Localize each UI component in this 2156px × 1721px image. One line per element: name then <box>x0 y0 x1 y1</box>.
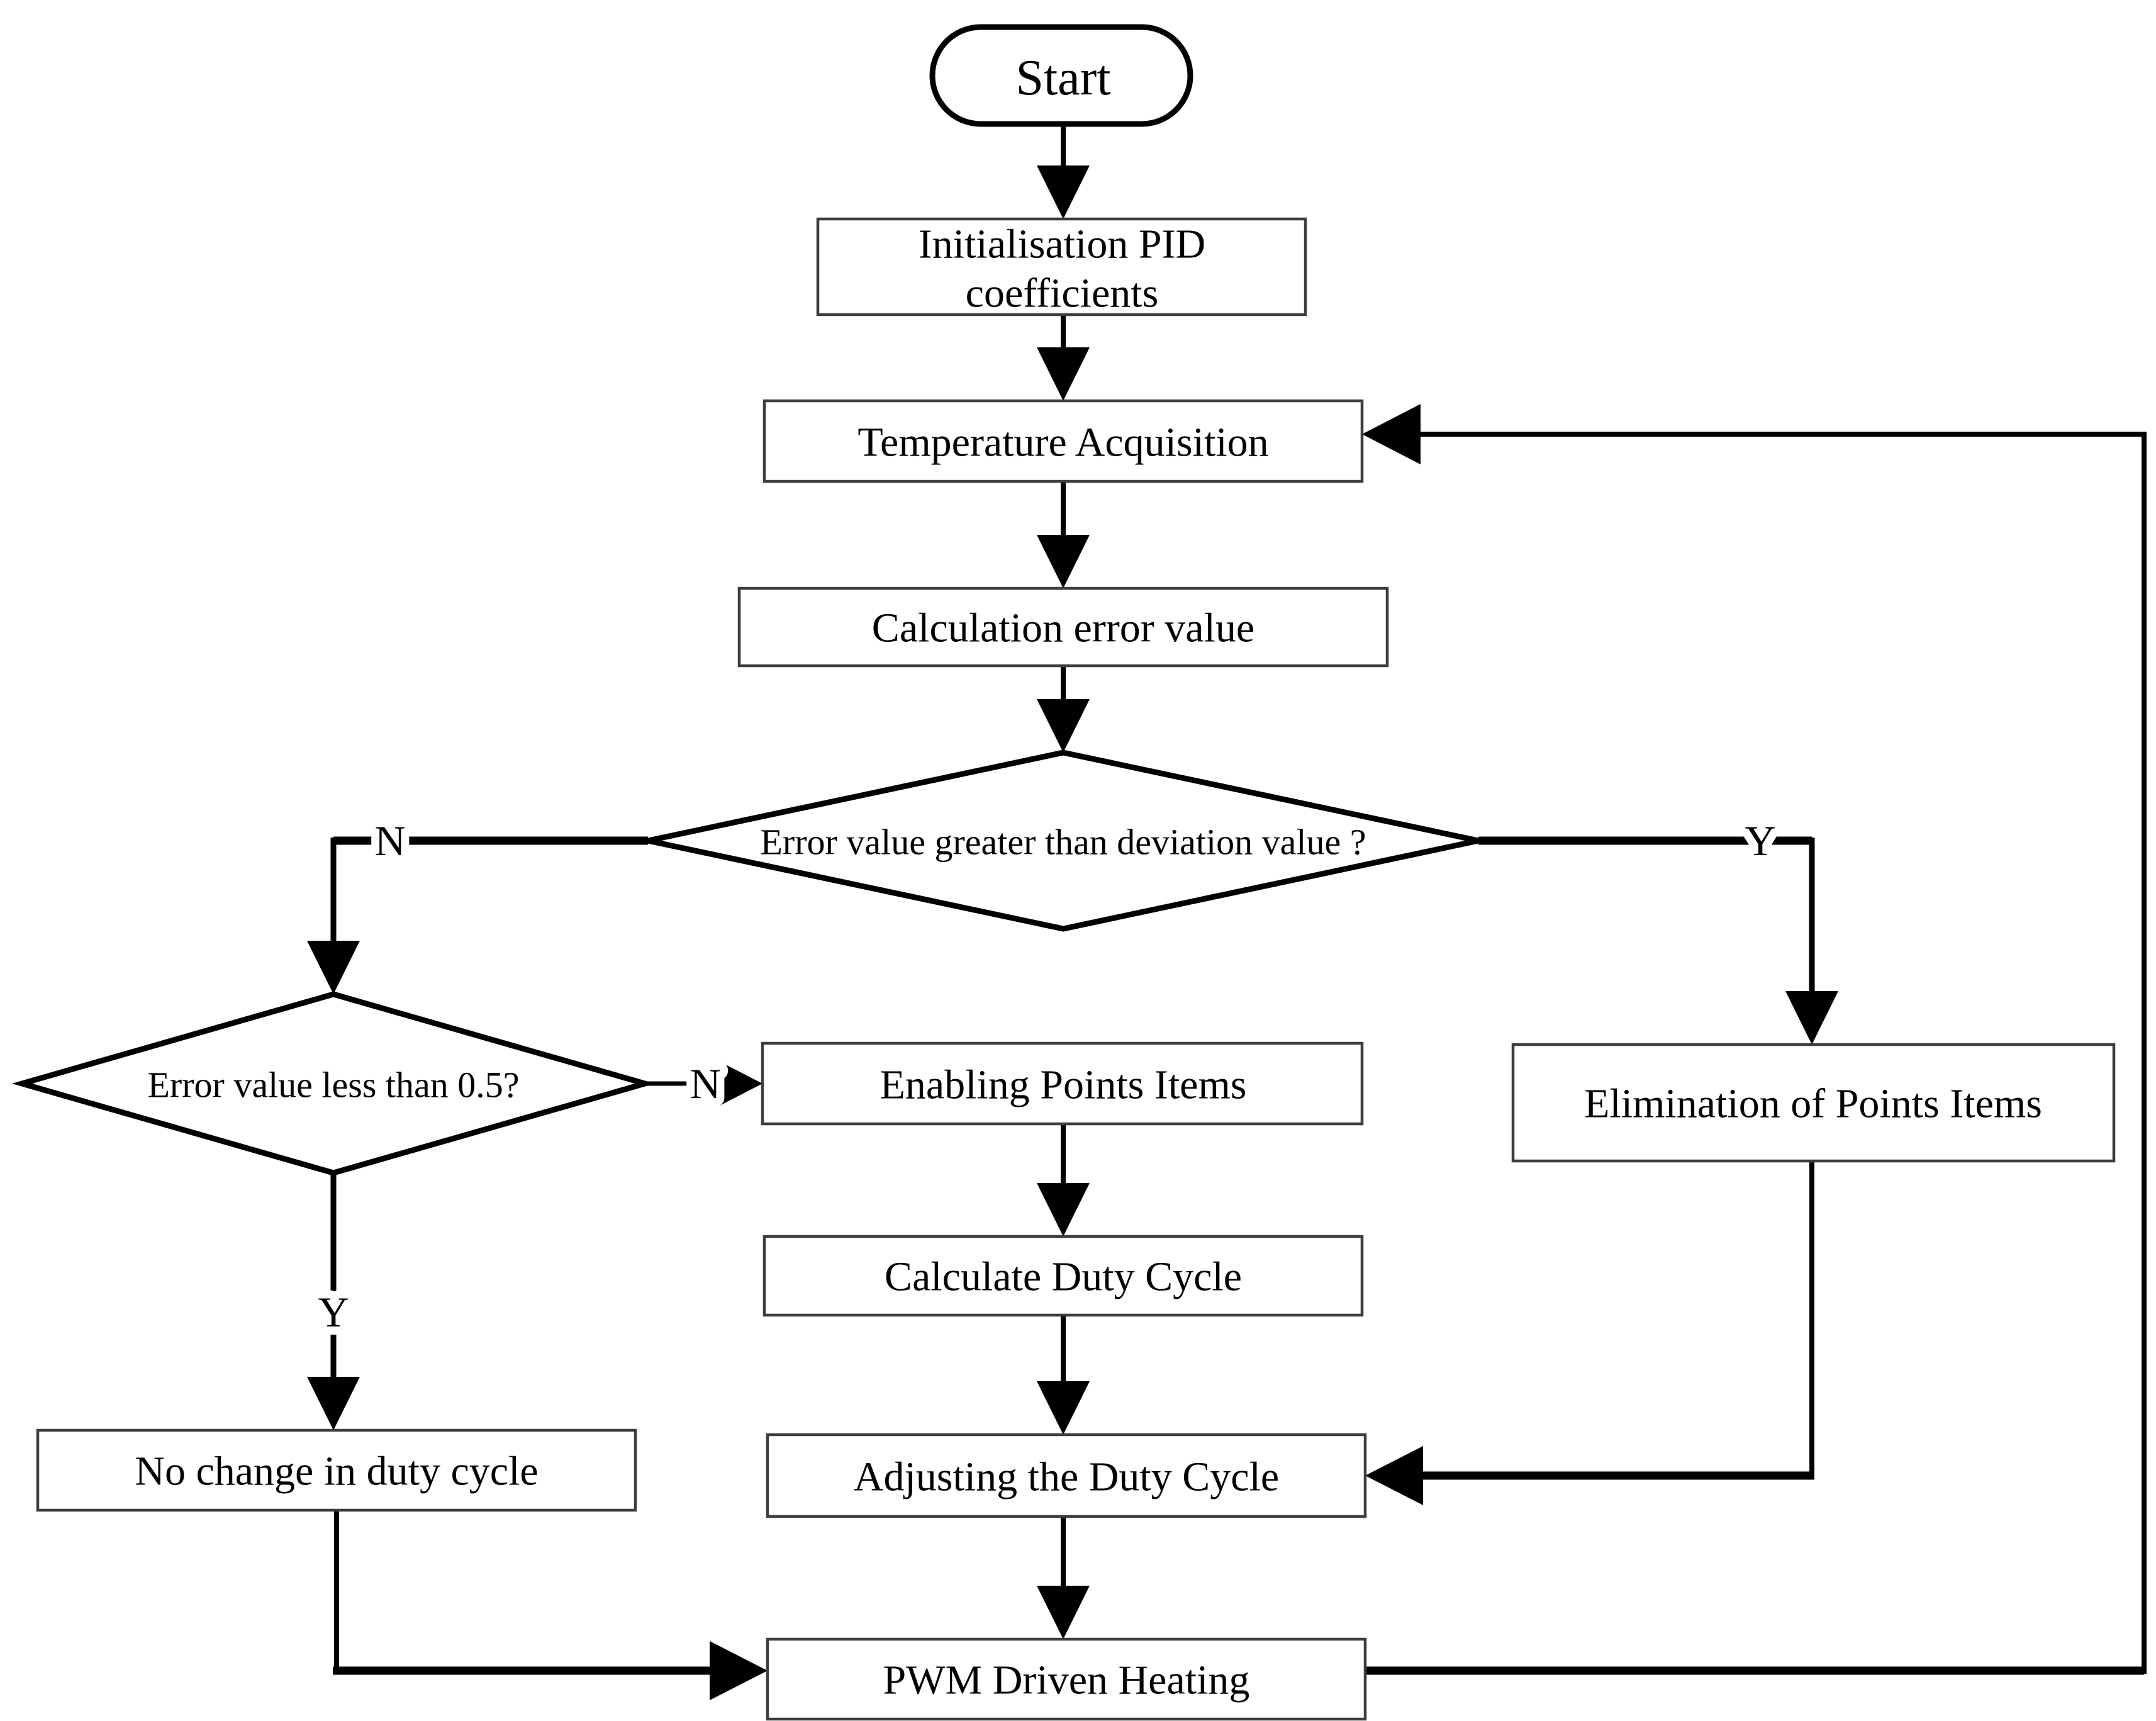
edge-adjusting-pwm <box>1037 1516 1090 1639</box>
edge-init-temp <box>1037 315 1090 401</box>
edge-elimination-adjusting <box>1365 1161 1814 1505</box>
arrowhead-right-icon <box>720 1062 762 1106</box>
arrowhead-down-icon <box>1037 1183 1090 1236</box>
arrowhead-down-icon <box>307 1377 360 1430</box>
branch-label-deviation-no: N <box>374 817 405 865</box>
elimination-points-node: Elimination of Points Items <box>1511 1043 2116 1163</box>
pwm-driven-heating-label: PWM Driven Heating <box>883 1657 1250 1703</box>
edge-calc-decision <box>1037 666 1090 753</box>
arrowhead-down-icon <box>1037 165 1090 219</box>
edge-temp-calc <box>1037 481 1090 588</box>
pwm-driven-heating-node: PWM Driven Heating <box>766 1637 1367 1721</box>
elimination-points-label: Elimination of Points Items <box>1584 1081 2042 1127</box>
decision-deviation-label: Error value greater than deviation value… <box>761 822 1366 863</box>
edge-nochange-pwm <box>333 1510 768 1700</box>
start-node: Start <box>929 24 1193 127</box>
edge-calcduty-adjusting <box>1037 1315 1090 1435</box>
init-pid-label-line1: Initialisation PID <box>919 221 1205 267</box>
adjusting-duty-label: Adjusting the Duty Cycle <box>854 1454 1279 1500</box>
arrowhead-down-icon <box>1037 1586 1090 1639</box>
decision-half-label: Error value less than 0.5? <box>147 1065 519 1106</box>
edge-start-init <box>1037 124 1090 219</box>
arrowhead-left-icon <box>1362 404 1421 464</box>
decision-deviation-node: Error value greater than deviation value… <box>647 749 1479 932</box>
edge-pwm-temp-feedback <box>1362 404 2147 1675</box>
enabling-points-label: Enabling Points Items <box>880 1062 1247 1108</box>
temperature-acquisition-label: Temperature Acquisition <box>857 420 1268 466</box>
edge-decision-no-branch <box>307 836 648 994</box>
no-change-label: No change in duty cycle <box>135 1449 538 1494</box>
calculation-error-label: Calculation error value <box>872 605 1254 651</box>
arrowhead-left-icon <box>1365 1446 1423 1505</box>
init-pid-label-line2: coefficients <box>966 271 1159 317</box>
calculate-duty-label: Calculate Duty Cycle <box>885 1254 1242 1300</box>
edge-dec-half-yes-branch <box>307 1173 360 1430</box>
branch-label-half-yes: Y <box>318 1288 349 1336</box>
branch-label-half-no: N <box>690 1060 720 1107</box>
calculate-duty-node: Calculate Duty Cycle <box>762 1235 1364 1317</box>
edge-enabling-calcduty <box>1037 1124 1090 1236</box>
adjusting-duty-node: Adjusting the Duty Cycle <box>766 1433 1367 1518</box>
no-change-node: No change in duty cycle <box>36 1428 637 1512</box>
start-label: Start <box>1015 50 1110 106</box>
enabling-points-node: Enabling Points Items <box>761 1041 1364 1126</box>
arrowhead-down-icon <box>1037 347 1090 401</box>
arrowhead-down-icon <box>1037 699 1090 753</box>
calculation-error-node: Calculation error value <box>737 586 1389 668</box>
init-pid-node: Initialisation PID coefficients <box>816 217 1307 317</box>
branch-label-deviation-yes: Y <box>1745 817 1775 865</box>
edge-decision-yes-branch <box>1478 836 1838 1045</box>
arrowhead-right-icon <box>710 1641 768 1700</box>
arrowhead-down-icon <box>1785 991 1838 1045</box>
arrowhead-down-icon <box>1037 535 1090 588</box>
arrowhead-down-icon <box>1037 1381 1090 1435</box>
arrowhead-down-icon <box>307 941 360 994</box>
temperature-acquisition-node: Temperature Acquisition <box>762 399 1364 483</box>
decision-half-node: Error value less than 0.5? <box>11 991 656 1176</box>
